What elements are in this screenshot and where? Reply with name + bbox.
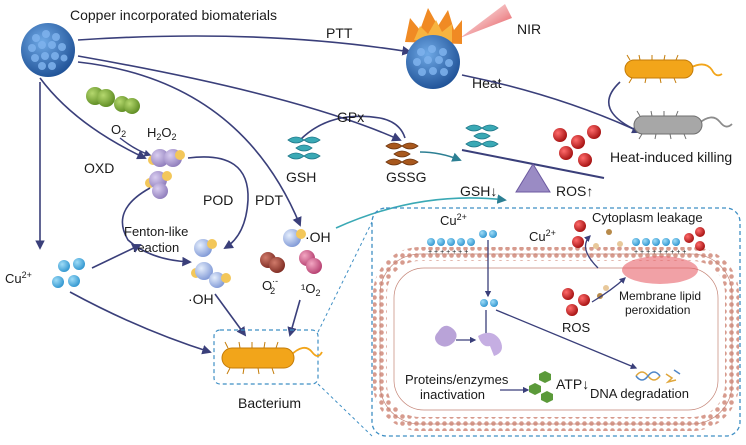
ptt-arrow (77, 35, 412, 56)
gpx-arrow-main (77, 55, 402, 142)
inset-connector-top (317, 221, 373, 333)
gsh-small-icon (465, 124, 499, 148)
bacterium-icon-main (221, 341, 323, 375)
fenton-label-1: Fenton-like (124, 224, 188, 239)
cu-inset2-label: Cu2+ (529, 228, 556, 244)
ros-inset-cluster-bottom (562, 285, 609, 316)
membrane-label-1: Membrane lipid (619, 289, 701, 303)
gsh-to-gssg-arc (299, 115, 406, 141)
copper-nanoparticle-icon (21, 23, 75, 77)
hydroxyl-radical-icon-right (283, 229, 306, 247)
flame-icon (405, 8, 462, 44)
proteins-label-2: inactivation (420, 387, 485, 402)
svg-text:+ + + + + + +: + + + + + + + (428, 249, 468, 256)
cytoplasm-label: Cytoplasm leakage (592, 210, 703, 225)
gsh-icon (287, 136, 321, 160)
singlet-oxygen-icon (299, 250, 322, 274)
gsh-down-label: GSH↓ (460, 183, 497, 199)
gpx-label: GPx (337, 109, 364, 125)
ros-cluster-icon (553, 125, 601, 167)
h2o2-label: H2O2 (147, 125, 177, 142)
o2-molecule-icon (86, 87, 140, 114)
svg-text:+ + + + + + + + +: + + + + + + + + + (634, 249, 686, 256)
heat-arrow-join (608, 81, 641, 133)
cu-to-bacterium-arrow (69, 291, 212, 355)
cytoplasm-particles-icon (593, 229, 623, 249)
h2o2-molecule-icon (145, 149, 185, 199)
protein-icon (435, 325, 502, 356)
inset-box (371, 207, 741, 437)
superoxide-icon (260, 252, 285, 273)
ros-to-inset-arrow (335, 194, 507, 229)
ros-inset-cluster-top (572, 220, 586, 248)
cu-to-dna-arrow (495, 309, 638, 370)
peroxidation-zone (622, 256, 698, 284)
singlet-oxygen-label: ¹O2 (301, 281, 320, 298)
nir-beam-icon (460, 4, 512, 38)
pdt-arrow (77, 61, 302, 227)
oh-bottom-label: ·OH (188, 291, 214, 307)
atp-label: ATP↓ (556, 376, 589, 392)
fenton-label-2: reaction (133, 240, 179, 255)
ros-to-bacterium-arrow (287, 299, 301, 337)
cell-membrane (373, 247, 739, 431)
cu-ion-row-icon: + + + + + + + (427, 230, 497, 256)
cu-ion-inner-icon (480, 299, 498, 307)
ros-up-label: ROS↑ (556, 183, 593, 199)
nir-label: NIR (517, 21, 541, 37)
o2-arrow (119, 137, 152, 157)
superoxide-label: O·-2 (262, 276, 278, 296)
gsh-label: GSH (286, 169, 316, 185)
cu-inset-label: Cu2+ (440, 212, 467, 228)
proteins-label-1: Proteins/enzymes (405, 372, 509, 387)
oh-right-label: ·OH (305, 229, 331, 245)
oh-to-bacterium-arrow (214, 293, 247, 337)
gssg-to-balance-arrow (419, 151, 462, 162)
membrane-label-2: peroxidation (625, 303, 690, 317)
oxd-label: OXD (84, 160, 114, 176)
fenton-arrow (121, 187, 192, 267)
bacterium-icon-dead (633, 110, 733, 140)
bacterium-icon-orange-small (624, 54, 723, 84)
cu-to-fenton-arrow (91, 243, 142, 269)
ptt-label: PTT (326, 25, 353, 41)
cu-left-label: Cu2+ (5, 270, 32, 286)
gssg-icon (385, 142, 419, 166)
pod-arrow (187, 156, 249, 250)
cu-ion-cluster-icon (52, 258, 85, 288)
title-label: Copper incorporated biomaterials (70, 7, 277, 23)
heat-killing-label: Heat-induced killing (610, 149, 732, 165)
pod-label: POD (203, 192, 233, 208)
heated-nanoparticle-icon (406, 35, 460, 89)
oxd-arrow (39, 77, 147, 160)
pdt-label: PDT (255, 192, 283, 208)
bacterium-highlight-box (213, 329, 319, 385)
ros-to-membrane-arrow (591, 277, 626, 303)
dna-icon (635, 369, 681, 384)
dna-label: DNA degradation (590, 386, 689, 401)
leakage-arrow (584, 235, 599, 269)
cu-ion-row-right-icon: + + + + + + + + + (632, 227, 705, 256)
glutathione-seesaw (461, 149, 605, 193)
gssg-label: GSSG (386, 169, 426, 185)
hydroxyl-radical-icon (191, 239, 231, 288)
heat-arrow (461, 74, 642, 134)
o2-label: O2 (111, 122, 126, 139)
ros-inset-label: ROS (562, 320, 591, 335)
inset-connector-bottom (317, 383, 373, 437)
atp-icon (529, 371, 553, 403)
bacterium-label: Bacterium (238, 395, 301, 411)
